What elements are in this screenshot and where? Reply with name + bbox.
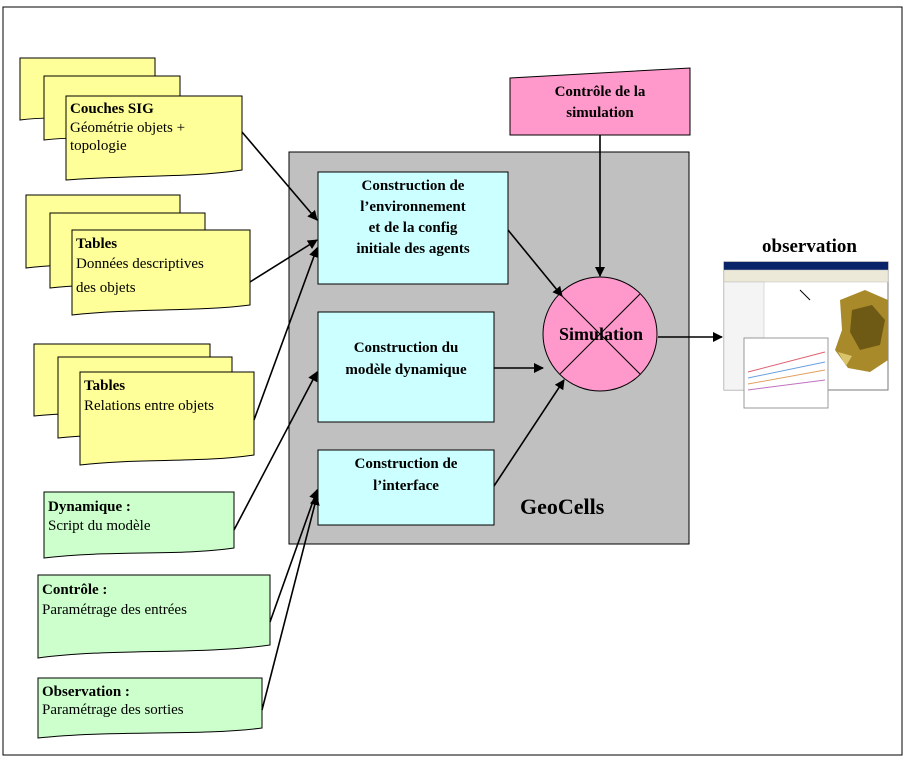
param-title: Contrôle : <box>42 582 107 598</box>
construction-interface-box: Construction de l’interface <box>317 449 495 526</box>
param-doc-controle: Contrôle : Paramétrage des entrées <box>37 574 271 659</box>
construction-line: l’environnement <box>360 199 466 215</box>
observation-label: observation <box>762 236 857 257</box>
param-line: Script du modèle <box>48 518 151 534</box>
geocells-label: GeoCells <box>520 494 605 519</box>
doc-line: Données descriptives <box>76 256 204 272</box>
construction-line: modèle dynamique <box>345 362 467 378</box>
doc-title: Couches SIG <box>70 101 154 117</box>
param-title: Dynamique : <box>48 499 131 515</box>
param-line: Paramétrage des entrées <box>42 602 187 618</box>
arrow-tables-to-env <box>249 239 318 283</box>
construction-line: Construction du <box>354 340 459 356</box>
page-border <box>2 6 903 756</box>
arrow-couches-to-env <box>241 131 318 221</box>
doc-line: Relations entre objets <box>84 398 214 414</box>
arrow-relations-to-env <box>253 247 319 421</box>
construction-line: Construction de <box>355 456 458 472</box>
construction-line: l’interface <box>373 478 439 494</box>
construction-line: et de la config <box>369 220 458 236</box>
arrow-observation-to-interface <box>261 495 320 711</box>
control-line: simulation <box>566 105 634 121</box>
doc-line: topologie <box>70 138 127 154</box>
construction-environment-box: Construction de l’environnement et de la… <box>317 171 509 285</box>
arrow-interface-to-simulation <box>493 379 565 487</box>
simulation-node: Simulation <box>542 276 658 392</box>
simulation-label: Simulation <box>559 324 643 344</box>
arrow-controle-to-interface <box>269 489 319 623</box>
doc-line: Géométrie objets + <box>70 120 185 136</box>
observation-screenshot <box>723 261 889 409</box>
control-simulation-box: Contrôle de la simulation <box>509 67 691 136</box>
connector-arrows <box>233 131 723 711</box>
arrow-dynamique-to-model <box>233 371 318 531</box>
doc-stack-couches-sig: Couches SIG Géométrie objets + topologie <box>19 57 243 181</box>
doc-stack-tables-descriptives: Tables Données descriptives des objets <box>25 194 251 316</box>
param-line: Paramétrage des sorties <box>42 702 184 718</box>
doc-title: Tables <box>76 236 117 252</box>
param-title: Observation : <box>42 684 130 700</box>
arrow-env-to-simulation <box>507 229 563 297</box>
construction-model-box: Construction du modèle dynamique <box>317 311 495 423</box>
doc-line: des objets <box>76 280 136 296</box>
control-line: Contrôle de la <box>555 84 646 100</box>
doc-title: Tables <box>84 378 125 394</box>
construction-line: Construction de <box>362 178 465 194</box>
doc-stack-tables-relations: Tables Relations entre objets <box>33 343 255 466</box>
param-doc-observation: Observation : Paramétrage des sorties <box>37 677 263 739</box>
param-doc-dynamique: Dynamique : Script du modèle <box>43 491 235 559</box>
construction-line: initiale des agents <box>356 241 469 257</box>
